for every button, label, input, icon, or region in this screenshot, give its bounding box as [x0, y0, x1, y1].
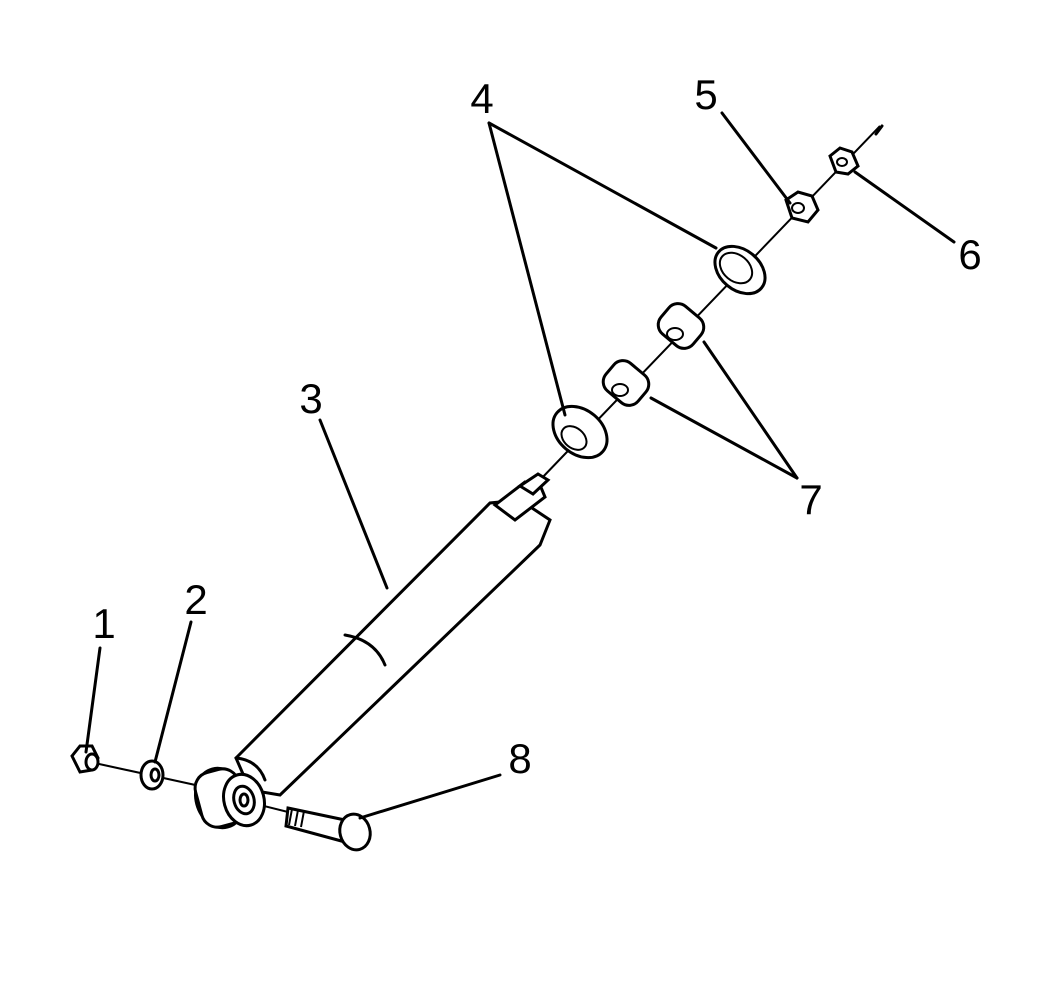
callout-8: 8: [508, 735, 532, 782]
callout-7: 7: [799, 476, 823, 523]
nut-5: [784, 190, 820, 224]
axis-tick: [874, 124, 884, 136]
callout-3: 3: [299, 375, 323, 422]
bushing-7-upper: [656, 302, 706, 350]
callout-5: 5: [694, 71, 718, 118]
leader-lines: [84, 111, 956, 820]
retainer-4-lower: [551, 404, 609, 460]
bushing-7-lower: [601, 359, 651, 407]
shock-absorber-body: [234, 472, 552, 797]
nut-1: [70, 744, 100, 774]
retainer-4-upper: [713, 244, 767, 296]
callout-6: 6: [958, 231, 982, 278]
washer-2: [139, 759, 165, 791]
lower-eye-bushing: [193, 766, 266, 830]
nut-6: [828, 146, 860, 176]
bolt-8: [284, 806, 372, 852]
callout-2: 2: [184, 576, 208, 623]
callout-1: 1: [92, 600, 116, 647]
callout-4: 4: [470, 75, 494, 122]
